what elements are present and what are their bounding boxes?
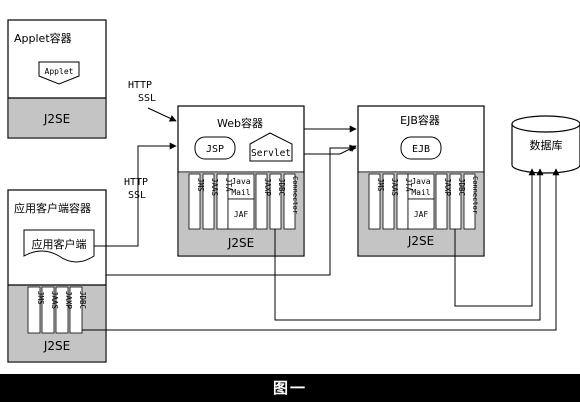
applet-container-title: Applet容器 <box>14 31 72 45</box>
database-label: 数据库 <box>530 138 563 152</box>
client-component-shape <box>23 229 95 263</box>
web-api-jdbc: JDBC <box>277 178 286 196</box>
applet-base-label: J2SE <box>43 112 70 126</box>
web-javamail-line2: Mail <box>231 188 250 197</box>
ejb-box <box>400 136 442 160</box>
client-api-jaxp: JAXP <box>64 291 73 310</box>
web-servlet-label: Servlet <box>251 148 291 159</box>
web-base-label: J2SE <box>227 236 254 250</box>
client-base-label: J2SE <box>43 339 70 353</box>
protocol-mid-ssl: SSL <box>128 190 146 201</box>
protocol-top-http: HTTP <box>128 80 152 91</box>
client-container: 应用客户端容器 应用客户端 JMS JAAS JAXP JDBC J2SE <box>7 189 107 363</box>
web-api-jta: JTA <box>224 178 233 192</box>
web-api-connector: Connector <box>291 176 299 214</box>
conn-applet-web <box>147 107 177 122</box>
applet-j2se-band <box>9 98 105 137</box>
web-servlet-shape <box>249 132 293 162</box>
web-j2se-band <box>179 229 303 255</box>
web-container: Web容器 JSP Servlet JMS JAAS JTA Java Mail… <box>177 105 305 257</box>
client-component-label: 应用客户端 <box>32 237 87 251</box>
database: 数据库 <box>511 115 580 174</box>
ejb-j2se-band <box>359 229 483 255</box>
web-jaf: JAF <box>234 210 249 219</box>
caption-bar <box>0 374 580 402</box>
ejb-container: EJB容器 EJB JMS JAAS JTA Java Mail JAF JAX… <box>357 105 485 257</box>
client-api-jaas: JAAS <box>50 291 59 310</box>
ejb-jaf: JAF <box>414 210 429 219</box>
ejb-api-jaas: JAAS <box>390 178 399 197</box>
client-api-jms: JMS <box>36 291 45 305</box>
ejb-api-jms: JMS <box>376 178 385 192</box>
web-api-jaas: JAAS <box>210 178 219 197</box>
web-api-jaxp: JAXP <box>263 178 272 197</box>
ejb-label: EJB <box>412 144 430 155</box>
web-jsp-label: JSP <box>206 144 224 155</box>
web-javamail-line1: Java <box>231 177 250 186</box>
conn-client-db <box>82 168 560 331</box>
connections <box>82 107 560 331</box>
web-container-title: Web容器 <box>217 116 263 130</box>
applet-container: Applet容器 Applet J2SE <box>7 19 107 139</box>
figure-caption: 图一 <box>272 379 307 397</box>
conn-web-db <box>274 168 544 321</box>
ejb-javamail-line2: Mail <box>411 188 430 197</box>
conn-client-ejb <box>106 144 357 276</box>
conn-ejb-db <box>454 168 536 307</box>
conn-client-web <box>94 142 177 247</box>
web-api-jms: JMS <box>196 178 205 192</box>
protocol-mid-http: HTTP <box>124 177 148 188</box>
ejb-api-jta: JTA <box>404 178 413 192</box>
web-jsp-box <box>194 136 236 160</box>
ejb-container-title: EJB容器 <box>400 113 440 127</box>
ejb-javamail-line1: Java <box>411 177 430 186</box>
ejb-api-jdbc: JDBC <box>457 178 466 196</box>
protocol-top-ssl: SSL <box>138 93 156 104</box>
ejb-base-label: J2SE <box>407 234 434 248</box>
ejb-api-connector: Connector <box>471 176 479 214</box>
ejb-api-jaxp: JAXP <box>443 178 452 197</box>
client-api-jdbc: JDBC <box>78 291 87 309</box>
applet-component-label: Applet <box>45 67 74 76</box>
client-container-title: 应用客户端容器 <box>14 201 91 215</box>
applet-component-shape <box>38 61 80 85</box>
